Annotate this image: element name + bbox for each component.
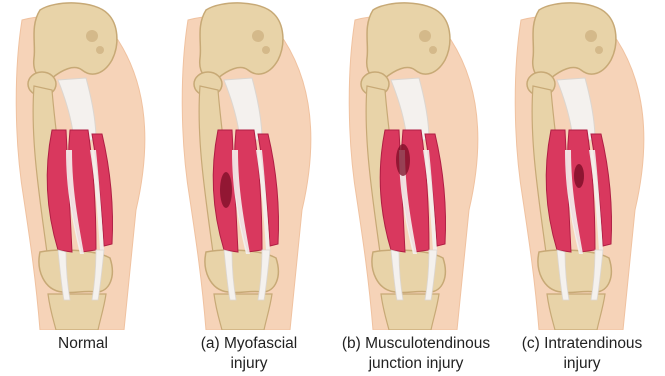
injury-site bbox=[220, 172, 232, 208]
sacral-foramen bbox=[252, 30, 264, 42]
pelvis-bone bbox=[367, 3, 450, 80]
leg-illustration-myofascial bbox=[166, 0, 332, 330]
leg-illustration-normal bbox=[0, 0, 166, 330]
pelvis-bone bbox=[533, 3, 616, 80]
caption-intratendinous: (c) Intratendinous injury bbox=[499, 334, 665, 374]
caption-line: Normal bbox=[0, 334, 166, 354]
leg-illustration-intratendinous bbox=[499, 0, 665, 330]
injury-site bbox=[396, 144, 410, 176]
panel-myofascial: (a) Myofascial injury bbox=[166, 0, 332, 376]
caption-line: injury bbox=[166, 354, 332, 374]
panel-normal: Normal bbox=[0, 0, 166, 376]
caption-musculotendinous: (b) Musculotendinous junction injury bbox=[333, 334, 499, 374]
pelvis-bone bbox=[200, 3, 283, 80]
sacral-foramen bbox=[585, 30, 597, 42]
panel-intratendinous: (c) Intratendinous injury bbox=[499, 0, 665, 376]
caption-line: (c) Intratendinous bbox=[499, 334, 665, 354]
pelvis-bone bbox=[34, 3, 117, 80]
sacral-foramen bbox=[429, 46, 437, 54]
caption-line: junction injury bbox=[333, 354, 499, 374]
panel-musculotendinous: (b) Musculotendinous junction injury bbox=[333, 0, 499, 376]
caption-normal: Normal bbox=[0, 334, 166, 354]
sacral-foramen bbox=[262, 46, 270, 54]
sacral-foramen bbox=[595, 46, 603, 54]
sacral-foramen bbox=[419, 30, 431, 42]
caption-line: (a) Myofascial bbox=[166, 334, 332, 354]
caption-line: (b) Musculotendinous bbox=[333, 334, 499, 354]
sacral-foramen bbox=[86, 30, 98, 42]
sacral-foramen bbox=[96, 46, 104, 54]
leg-illustration-musculotendinous bbox=[333, 0, 499, 330]
injury-site bbox=[574, 164, 584, 188]
caption-line: injury bbox=[499, 354, 665, 374]
caption-myofascial: (a) Myofascial injury bbox=[166, 334, 332, 374]
